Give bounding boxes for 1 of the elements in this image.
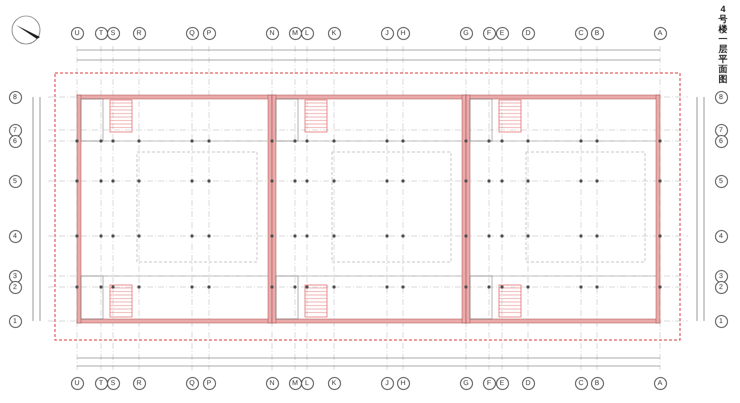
drawing-title: 4号楼一层平面图 [718,4,728,84]
